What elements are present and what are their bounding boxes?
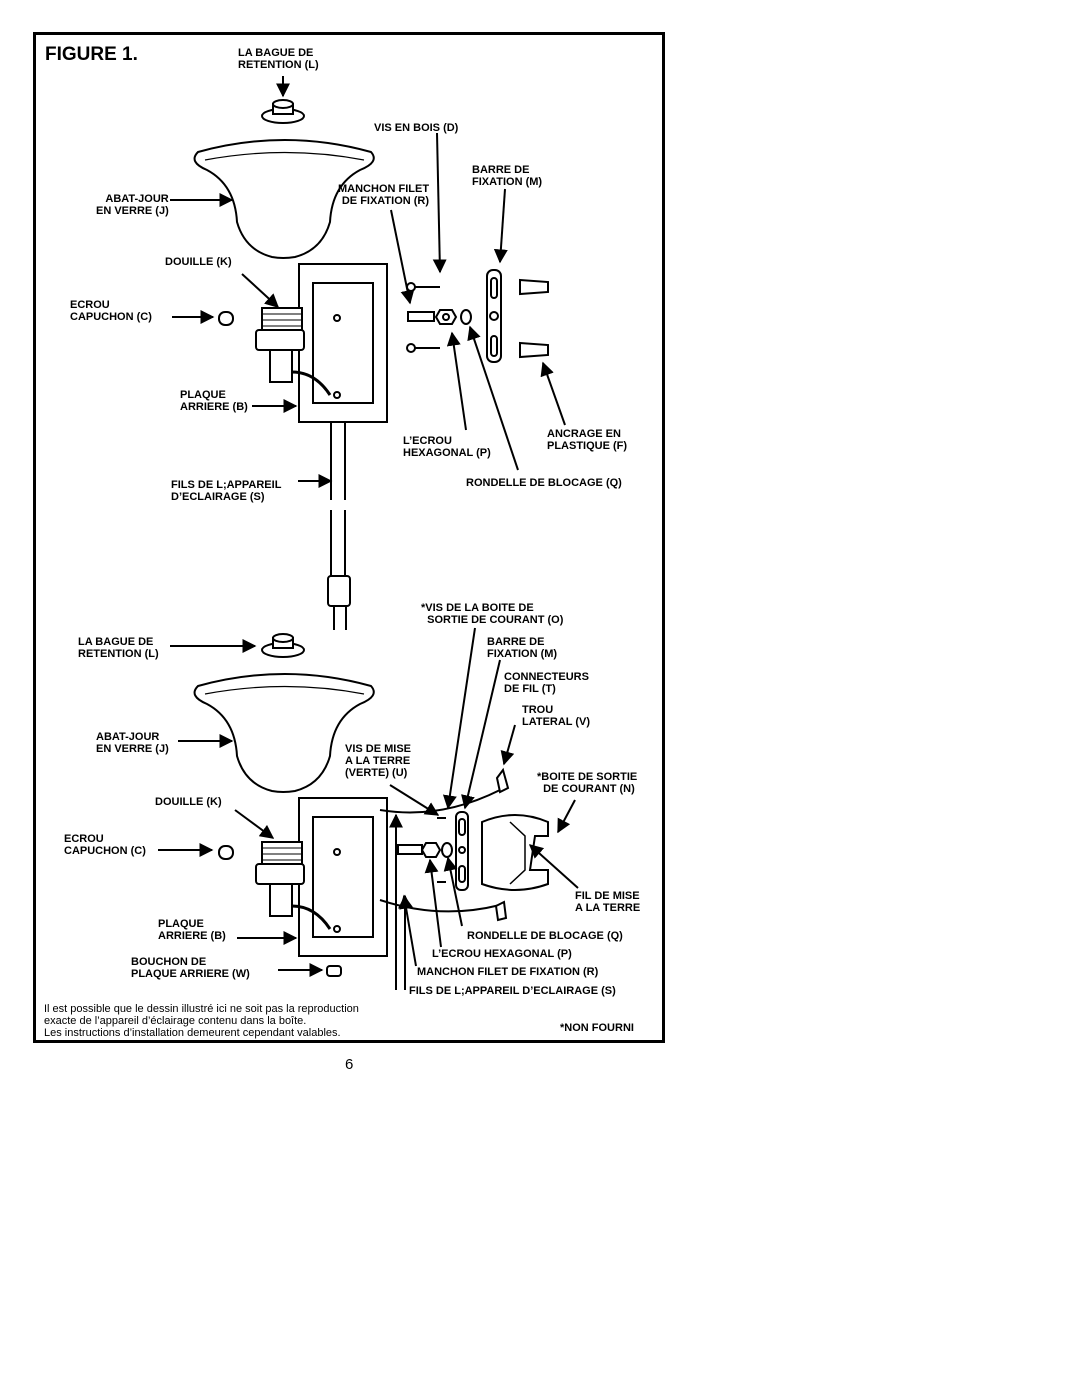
mounting-bar-top — [486, 269, 502, 363]
label-backplate-top: PLAQUE ARRIERE (B) — [180, 389, 248, 413]
label-hex-nut-top: L’ECROU HEXAGONAL (P) — [403, 435, 491, 459]
wire-connector-1 — [495, 767, 510, 794]
label-threaded-nipple-top: MANCHON FILET DE FIXATION (R) — [338, 183, 430, 207]
label-mounting-bar-bottom: BARRE DE FIXATION (M) — [487, 636, 558, 660]
label-backplate-plug: BOUCHON DE PLAQUE ARRIERE (W) — [131, 956, 250, 980]
label-fixture-wires-bottom: FILS DE L;APPAREIL D’ECLAIRAGE (S) — [409, 985, 616, 997]
page-number: 6 — [345, 1056, 354, 1073]
nipple-nut-washer-bottom — [397, 817, 453, 883]
outlet-box — [481, 814, 549, 891]
socket-top — [255, 307, 332, 396]
wire-connector-2 — [494, 900, 508, 922]
fixture-wires-top — [327, 422, 351, 630]
label-lock-washer-top: RONDELLE DE BLOCAGE (Q) — [466, 477, 622, 489]
retaining-ring-top — [261, 99, 305, 124]
glass-shade-top — [193, 139, 375, 259]
label-backplate-bottom: PLAQUE ARRIERE (B) — [158, 918, 226, 942]
label-glass-shade-top: ABAT-JOUR EN VERRE (J) — [96, 193, 169, 217]
label-side-hole: TROU LATERAL (V) — [522, 704, 591, 728]
cap-nut-bottom — [218, 845, 234, 860]
backplate-bottom — [298, 797, 388, 957]
label-glass-shade-bottom: ABAT-JOUR EN VERRE (J) — [96, 731, 169, 755]
hex-nut-washer-top — [434, 309, 472, 325]
label-threaded-nipple-bottom: MANCHON FILET DE FIXATION (R) — [417, 966, 599, 978]
retaining-ring-bottom — [261, 633, 305, 658]
label-socket-bottom: DOUILLE (K) — [155, 796, 222, 808]
wood-screws-top — [406, 282, 440, 353]
socket-bottom — [255, 841, 332, 930]
label-lock-washer-bottom: RONDELLE DE BLOCAGE (Q) — [467, 930, 623, 942]
label-plastic-anchor: ANCRAGE EN PLASTIQUE (F) — [547, 428, 628, 452]
label-mounting-bar-top: BARRE DE FIXATION (M) — [472, 164, 543, 188]
label-ground-screw: VIS DE MISE A LA TERRE (VERTE) (U) — [345, 743, 412, 779]
label-wood-screw: VIS EN BOIS (D) — [374, 122, 459, 134]
label-wire-connectors: CONNECTEURS DE FIL (T) — [504, 671, 589, 695]
label-outlet-box: *BOITE DE SORTIE DE COURANT (N) — [537, 771, 638, 795]
figure-frame — [33, 32, 665, 1043]
label-outlet-box-screws: *VIS DE LA BOITE DE SORTIE DE COURANT (O… — [421, 602, 564, 626]
mounting-bar-bottom — [455, 811, 469, 891]
cap-nut-top — [218, 311, 234, 326]
label-socket-top: DOUILLE (K) — [165, 256, 232, 268]
not-supplied-note: *NON FOURNI — [560, 1022, 634, 1034]
label-cap-nut-bottom: ECROU CAPUCHON (C) — [64, 833, 146, 857]
backplate-top — [298, 263, 388, 423]
label-fixture-wires-top: FILS DE L;APPAREIL D’ECLAIRAGE (S) — [171, 479, 282, 503]
label-cap-nut-top: ECROU CAPUCHON (C) — [70, 299, 152, 323]
backplate-plug — [326, 965, 342, 977]
label-hex-nut-bottom: L’ECROU HEXAGONAL (P) — [432, 948, 572, 960]
label-retaining-ring-bottom: LA BAGUE DE RETENTION (L) — [78, 636, 159, 660]
label-ground-wire: FIL DE MISE A LA TERRE — [575, 890, 641, 914]
fixture-wires-bottom — [379, 789, 501, 913]
plastic-anchors-top — [519, 278, 549, 359]
label-retaining-ring-top: LA BAGUE DE RETENTION (L) — [238, 47, 319, 71]
glass-shade-bottom — [193, 673, 375, 793]
figure-title: FIGURE 1. — [45, 44, 138, 65]
disclaimer-text: Il est possible que le dessin illustré i… — [44, 1003, 359, 1039]
